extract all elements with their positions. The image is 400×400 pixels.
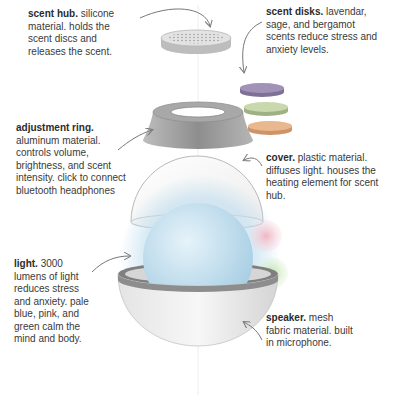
callout-heading: speaker. — [266, 312, 306, 323]
callout-heading: scent hub. — [28, 8, 78, 19]
callout-heading: cover. — [266, 152, 295, 163]
callout: cover. plastic material. diffuses light.… — [266, 152, 394, 202]
callout-text: 3000 lumens of light reduces stress and … — [14, 258, 89, 344]
callout: scent hub. silicone material. holds the … — [28, 8, 136, 58]
callout: speaker. mesh fabric material. built in … — [266, 312, 356, 350]
callout-heading: adjustment ring. — [16, 122, 94, 133]
callout-text: aluminum material. controls volume, brig… — [16, 135, 126, 196]
callout: adjustment ring. aluminum material. cont… — [16, 122, 128, 197]
callout-heading: light. — [14, 258, 38, 269]
callout-heading: scent disks. — [266, 6, 323, 17]
callout: light. 3000 lumens of light reduces stre… — [14, 258, 96, 346]
callout: scent disks. lavendar, sage, and bergamo… — [266, 6, 384, 56]
